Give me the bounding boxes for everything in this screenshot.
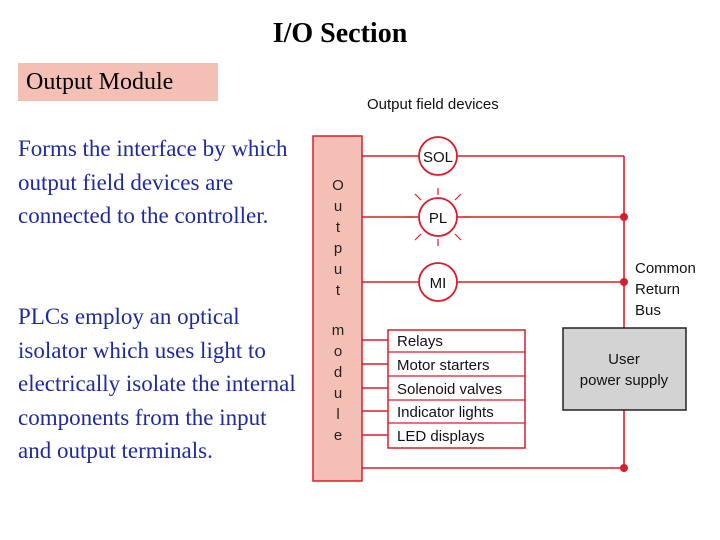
list-item: Solenoid valves xyxy=(397,381,502,398)
module-letter: o xyxy=(334,343,342,360)
common-return-bus-label: Common Return Bus xyxy=(635,260,696,319)
bus-label-line: Bus xyxy=(635,302,661,319)
module-letter: e xyxy=(334,427,342,444)
description-paragraph: Forms the interface by which output fiel… xyxy=(18,136,288,228)
list-item: Relays xyxy=(397,333,443,350)
device-label: PL xyxy=(429,210,447,227)
list-item: LED displays xyxy=(397,428,485,445)
user-power-supply: User power supply xyxy=(562,327,687,411)
module-letter: t xyxy=(336,219,341,236)
module-letter: u xyxy=(334,261,342,278)
supply-label-line: User xyxy=(608,351,640,368)
field-devices-heading: Output field devices xyxy=(367,96,499,113)
isolator-paragraph: PLCs employ an optical isolator which us… xyxy=(18,304,296,463)
device-sol: SOL xyxy=(418,136,458,176)
junction-dot xyxy=(620,213,628,221)
module-letter: O xyxy=(332,177,344,194)
module-letter: p xyxy=(334,240,342,257)
device-mi: MI xyxy=(418,262,458,302)
module-letter: t xyxy=(336,282,341,299)
supply-label-line: power supply xyxy=(580,372,669,389)
device-pl: PL xyxy=(405,188,471,246)
bus-label-line: Return xyxy=(635,281,680,298)
module-letters: O u t p u t m o d u l e xyxy=(332,177,345,444)
list-item: Motor starters xyxy=(397,357,490,374)
junction-dot xyxy=(620,278,628,286)
output-module-bar xyxy=(312,135,363,482)
section-label: Output Module xyxy=(18,63,218,101)
device-wires xyxy=(313,155,625,469)
module-letter: u xyxy=(334,385,342,402)
junction-dot xyxy=(620,464,628,472)
device-label: MI xyxy=(430,275,447,292)
page-title: I/O Section xyxy=(272,18,408,49)
device-label: SOL xyxy=(423,149,453,166)
module-letter: d xyxy=(334,364,342,381)
module-letter: u xyxy=(334,198,342,215)
bus-label-line: Common xyxy=(635,260,696,277)
module-letter: l xyxy=(336,406,339,423)
output-device-list: Relays Motor starters Solenoid valves In… xyxy=(387,329,526,449)
light-rays-icon xyxy=(405,188,471,246)
module-letter: m xyxy=(332,322,345,339)
list-item: Indicator lights xyxy=(397,404,494,421)
